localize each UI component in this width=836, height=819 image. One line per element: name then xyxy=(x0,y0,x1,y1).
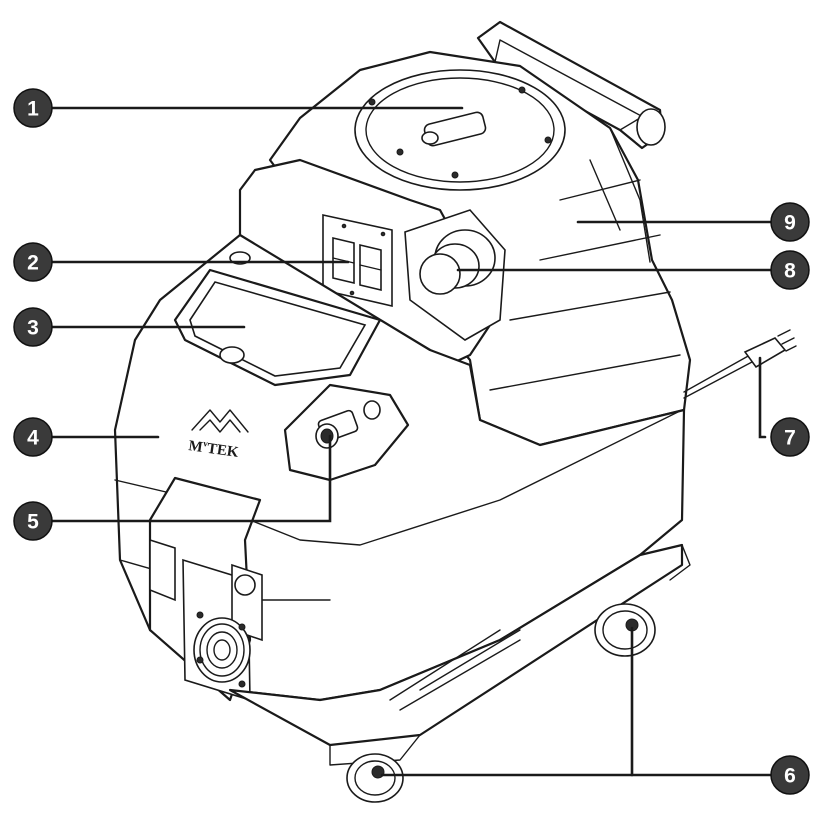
callout-4-label: 4 xyxy=(27,427,39,450)
caster-front xyxy=(346,753,404,803)
logo-suffix: TEK xyxy=(206,441,240,461)
callout-5-label: 5 xyxy=(27,511,39,534)
logo-superscript: v xyxy=(203,438,209,449)
callout-7-label: 7 xyxy=(784,427,796,450)
callout-6: 6 xyxy=(770,755,810,795)
callout-8: 8 xyxy=(770,250,810,290)
switch-panel xyxy=(322,214,393,308)
leader-lines xyxy=(50,106,772,777)
callout-4: 4 xyxy=(13,417,53,457)
callout-3-label: 3 xyxy=(27,317,39,340)
recovery-tank-window xyxy=(173,251,382,387)
callout-2: 2 xyxy=(13,242,53,282)
fan-grille xyxy=(193,611,251,688)
callout-8-label: 8 xyxy=(784,260,796,283)
callout-6-label: 6 xyxy=(784,765,796,788)
solution-quick-connect xyxy=(283,383,410,482)
callout-9: 9 xyxy=(770,202,810,242)
callout-2-label: 2 xyxy=(27,252,39,275)
callout-5: 5 xyxy=(13,501,53,541)
callout-7: 7 xyxy=(770,417,810,457)
vacuum-hose-inlet xyxy=(404,209,506,341)
logo-prefix: M xyxy=(187,438,203,456)
tank-lid xyxy=(354,69,566,191)
callout-1-label: 1 xyxy=(27,98,39,121)
svg-text:MvTEK: MvTEK xyxy=(187,436,240,461)
brand-logo: MvTEK xyxy=(187,409,249,461)
callout-3: 3 xyxy=(13,307,53,347)
leader-line-5 xyxy=(50,434,332,523)
leader-line-7 xyxy=(758,356,767,439)
callout-9-label: 9 xyxy=(784,212,796,235)
caster-rear xyxy=(594,603,656,657)
power-cord xyxy=(683,329,797,399)
callout-1: 1 xyxy=(13,88,53,128)
handle xyxy=(476,20,666,150)
